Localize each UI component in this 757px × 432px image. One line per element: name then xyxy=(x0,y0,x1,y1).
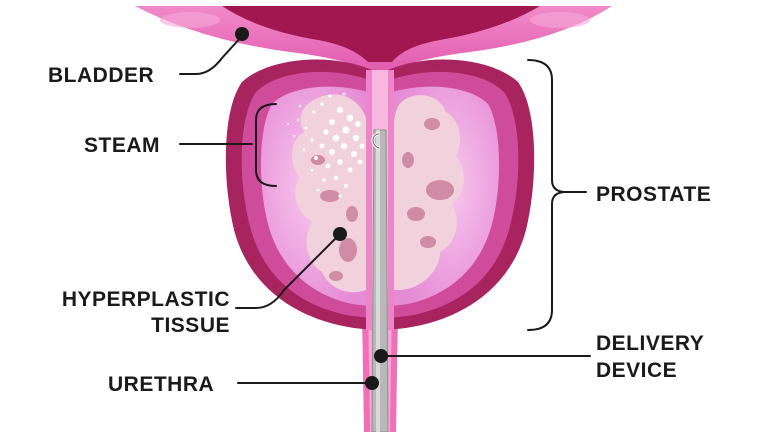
bladder-lumen xyxy=(222,6,540,62)
label-prostate: PROSTATE xyxy=(596,183,711,206)
label-hyperplastic-tissue-line1: HYPERPLASTIC xyxy=(62,288,230,311)
label-delivery-device-line1: DELIVERY xyxy=(596,332,704,355)
steam-dots xyxy=(287,92,365,198)
bladder xyxy=(135,6,612,70)
leader-lines xyxy=(179,27,591,390)
label-delivery-device-line2: DEVICE xyxy=(596,359,677,382)
label-steam: STEAM xyxy=(84,134,160,157)
label-urethra: URETHRA xyxy=(108,373,214,396)
label-bladder: BLADDER xyxy=(48,64,154,87)
label-hyperplastic-tissue-line2: TISSUE xyxy=(151,314,230,337)
prostate-left-lobe xyxy=(225,59,372,331)
prostate-right-lobe xyxy=(388,59,535,331)
